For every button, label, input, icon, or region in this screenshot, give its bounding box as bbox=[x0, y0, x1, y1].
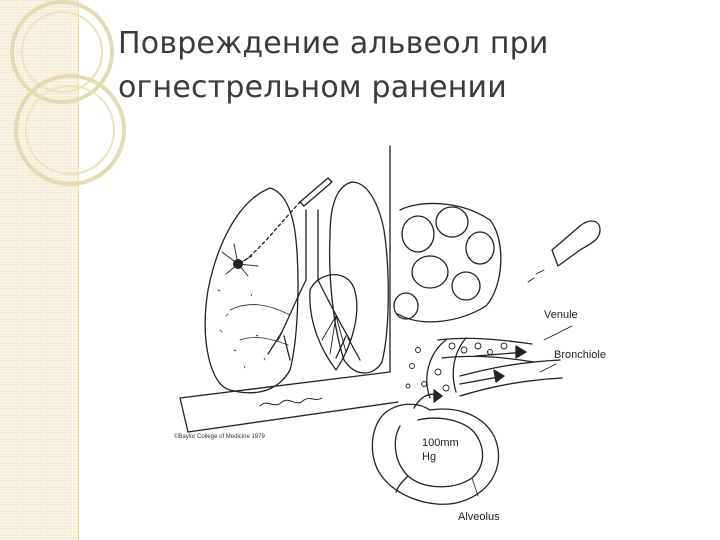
decorative-arcs bbox=[10, 0, 126, 186]
chest-panel bbox=[179, 145, 399, 433]
alveolar-injury-illustration: Venule Bronchiole 100mm Hg Alveolus ©Bay… bbox=[174, 145, 606, 523]
alveolus-sac bbox=[371, 403, 500, 505]
bullet-small bbox=[299, 177, 333, 207]
wound-site bbox=[221, 243, 259, 277]
venule-vessel bbox=[437, 337, 535, 363]
slide-title-line-2: огнестрельном ранении bbox=[118, 70, 507, 105]
label-pressure-unit: Hg bbox=[422, 451, 436, 463]
slide-title: Повреждение альвеол при огнестрельном ра… bbox=[118, 22, 678, 110]
bronchiole-tube bbox=[459, 359, 563, 397]
heart-outline bbox=[309, 274, 358, 371]
decorative-side-strip bbox=[0, 0, 79, 540]
bullet-large bbox=[551, 220, 601, 267]
right-lung-outline bbox=[328, 181, 389, 374]
label-alveolus: Alveolus bbox=[458, 511, 500, 523]
illustration-credit: ©Baylor College of Medicine 1979 bbox=[174, 433, 265, 440]
alveolar-network bbox=[393, 202, 502, 323]
label-bronchiole: Bronchiole bbox=[554, 349, 606, 361]
left-lung-outline bbox=[204, 187, 299, 394]
label-venule: Venule bbox=[544, 309, 578, 321]
trachea bbox=[305, 209, 319, 281]
bullet-track bbox=[239, 201, 301, 265]
label-pressure-value: 100mm bbox=[422, 437, 459, 449]
slide-title-line-1: Повреждение альвеол при bbox=[118, 26, 549, 61]
